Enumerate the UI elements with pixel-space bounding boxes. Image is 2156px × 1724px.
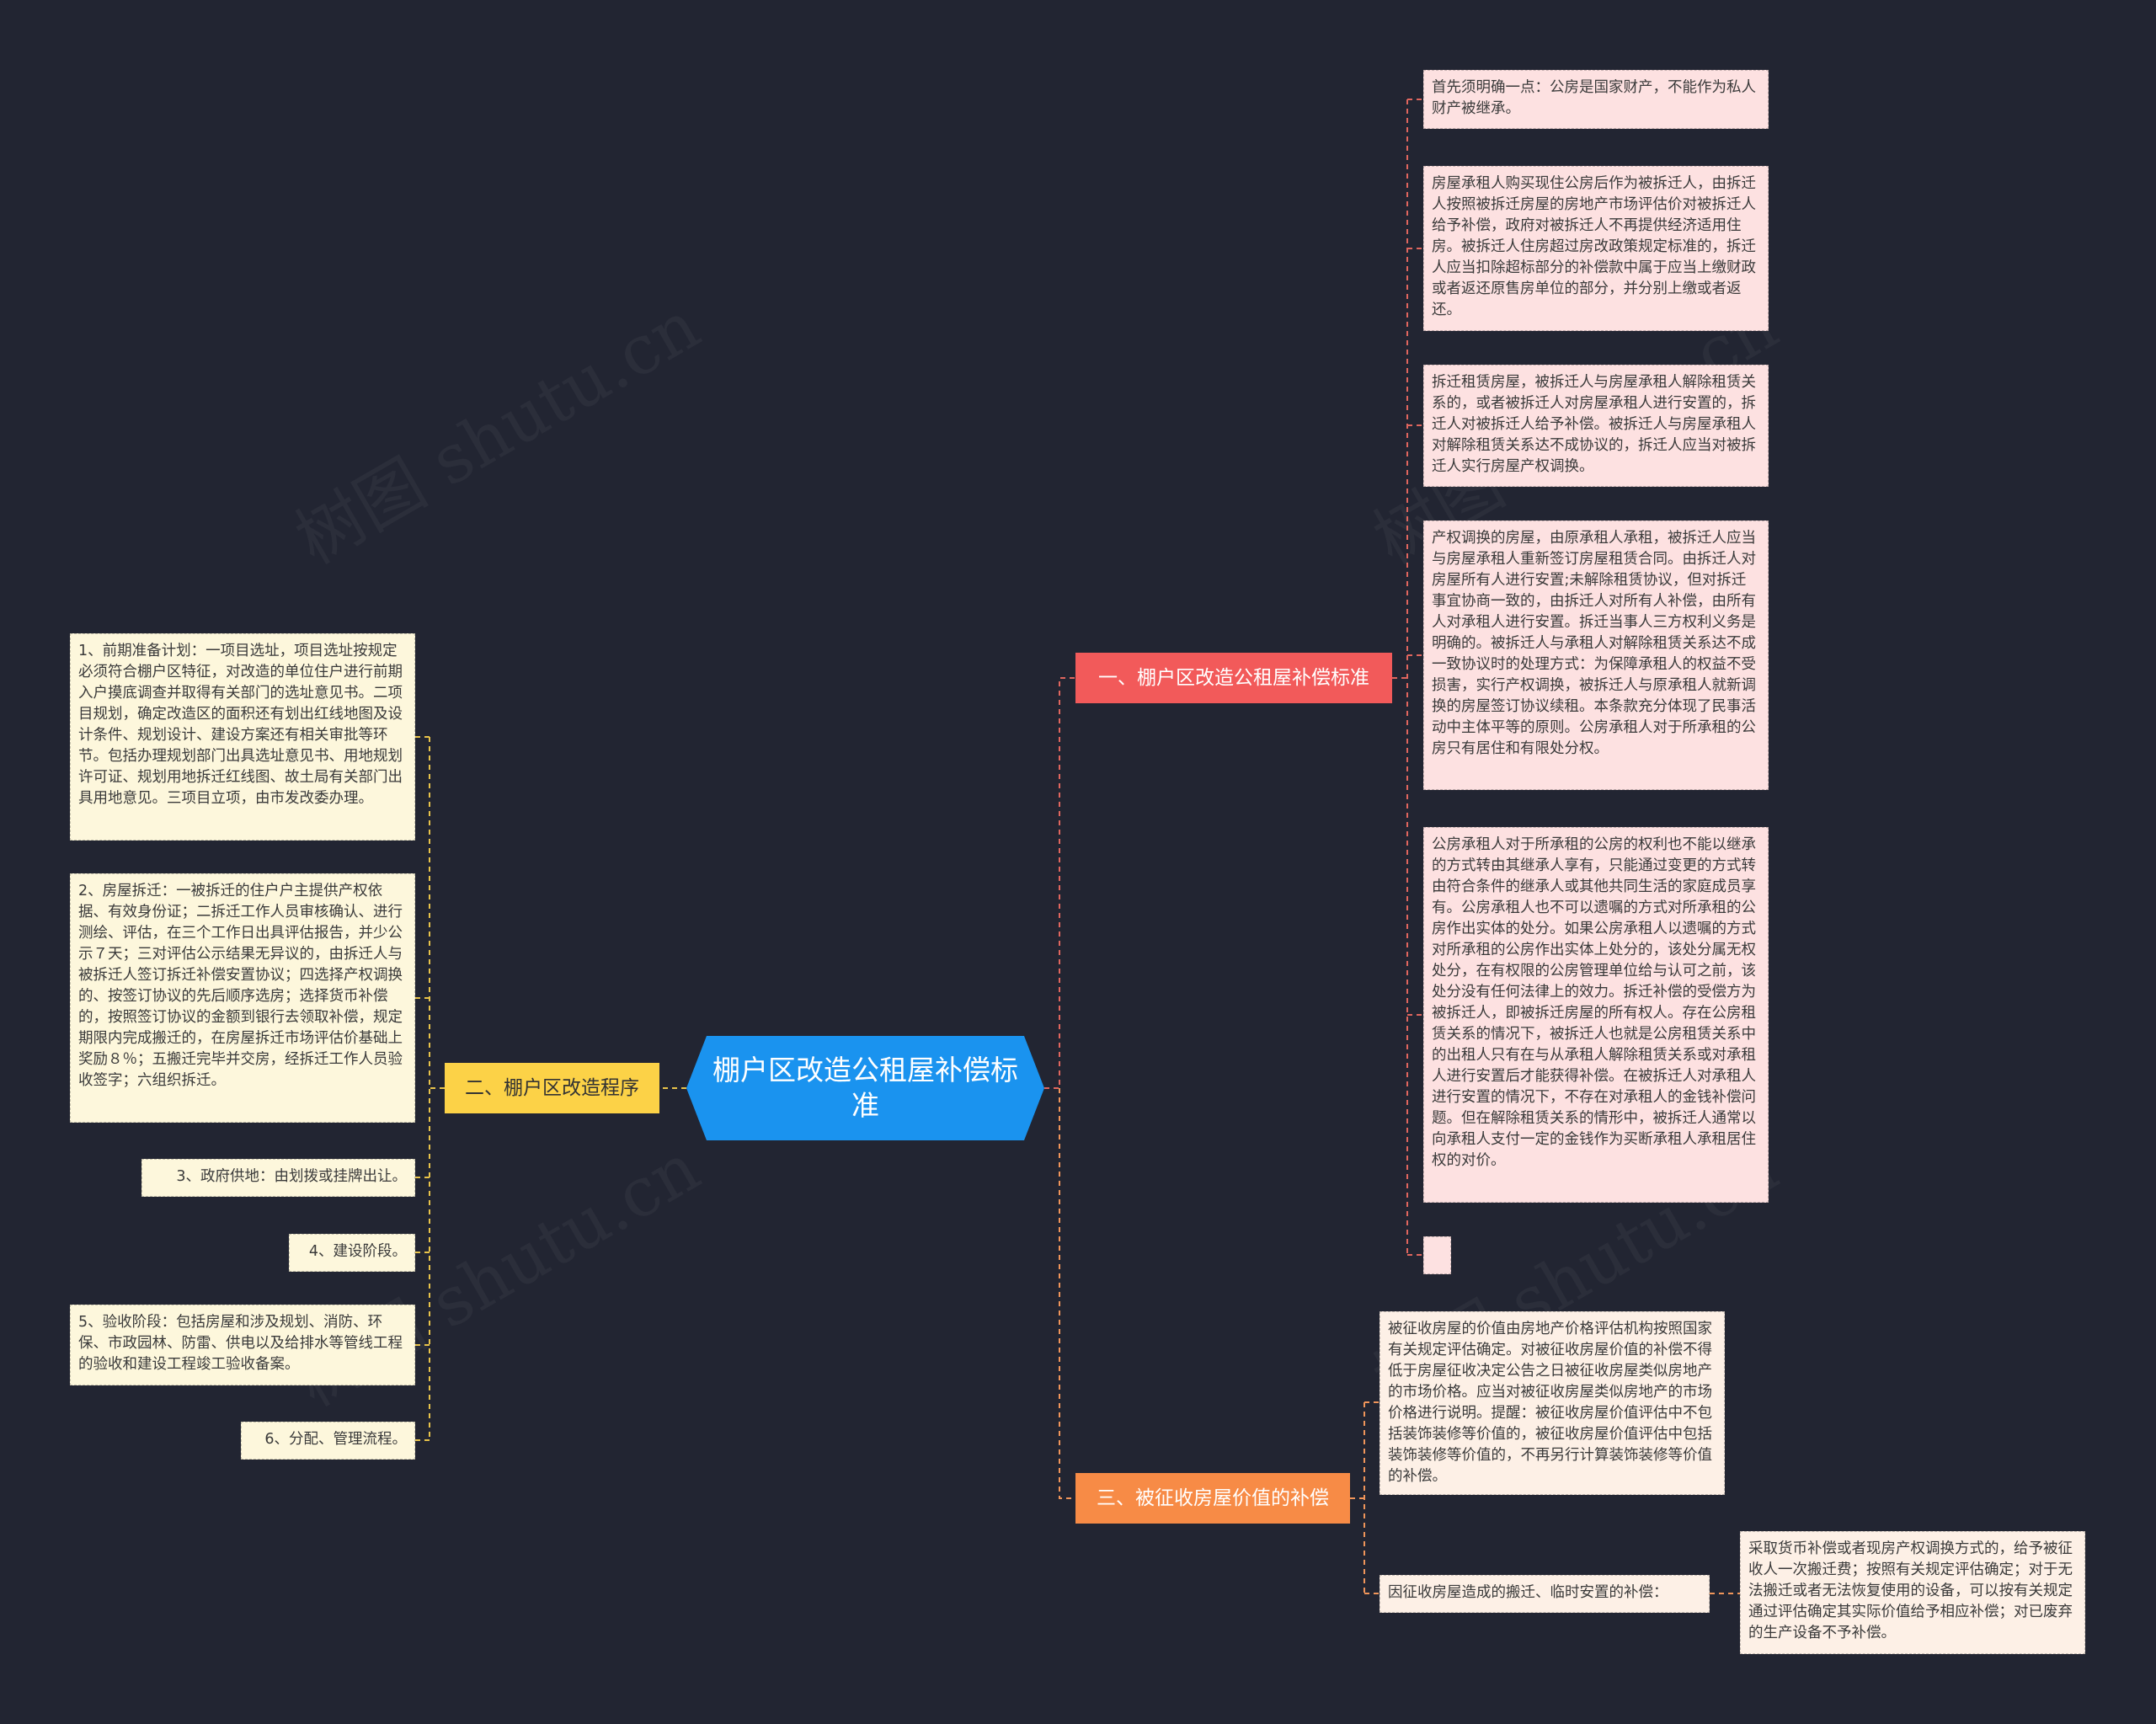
leaf-acceptance-stage[interactable]: 5、验收阶段：包括房屋和涉及规划、消防、环保、市政园林、防雷、供电以及给排水等管… [70,1305,415,1385]
connector-branch2-trunk [429,737,445,1440]
leaf-tenant-rights[interactable]: 公房承租人对于所承租的公房的权利也不能以继承的方式转由其继承人享有，只能通过变更… [1423,827,1769,1203]
branch-house-value-compensation[interactable]: 三、被征收房屋价值的补偿 [1075,1473,1350,1524]
leaf-public-housing-not-inheritable[interactable]: 首先须明确一点：公房是国家财产，不能作为私人财产被继承。 [1423,70,1769,129]
leaf-rental-housing-demolition[interactable]: 拆迁租赁房屋，被拆迁人与房屋承租人解除租赁关系的，或者被拆迁人对房屋承租人进行安… [1423,365,1769,487]
connector-branch1-trunk [1392,99,1408,1255]
leaf-construction-stage[interactable]: 4、建设阶段。 [289,1234,415,1272]
leaf-allocation-management[interactable]: 6、分配、管理流程。 [241,1422,415,1460]
leaf-preparation-plan[interactable]: 1、前期准备计划：一项目选址，项目选址按规定必须符合棚户区特征，对改造的单位住户… [70,633,415,841]
branch-compensation-standard[interactable]: 一、棚户区改造公租屋补偿标准 [1075,653,1392,703]
connector-root-branch3 [1059,1088,1075,1499]
leaf-empty[interactable] [1423,1236,1451,1274]
leaf-relocation-compensation[interactable]: 因征收房屋造成的搬迁、临时安置的补偿： [1380,1575,1710,1613]
leaf-property-exchange[interactable]: 产权调换的房屋，由原承租人承租，被拆迁人应当与房屋承租人重新签订房屋租赁合同。由… [1423,520,1769,790]
connector-branch3-trunk [1350,1402,1365,1593]
branch-renovation-procedure[interactable]: 二、棚户区改造程序 [445,1063,659,1113]
leaf-house-demolition[interactable]: 2、房屋拆迁：一被拆迁的住户户主提供产权依据、有效身份证；二拆迁工作人员审核确认… [70,873,415,1123]
connector-root-branch1 [1044,677,1075,1089]
leaf-purchased-public-housing[interactable]: 房屋承租人购买现住公房后作为被拆迁人，由拆迁人按照被拆迁房屋的房地产市场评估价对… [1423,166,1769,331]
leaf-monetary-or-exchange[interactable]: 采取货币补偿或者现房产权调换方式的，给予被征收人一次搬迁费；按照有关规定评估确定… [1740,1531,2085,1654]
root-topic[interactable]: 棚户区改造公租屋补偿标准 [686,1036,1044,1140]
leaf-value-assessment[interactable]: 被征收房屋的价值由房地产价格评估机构按照国家有关规定评估确定。对被征收房屋价值的… [1380,1311,1725,1495]
leaf-government-land-supply[interactable]: 3、政府供地：由划拨或挂牌出让。 [141,1159,415,1197]
